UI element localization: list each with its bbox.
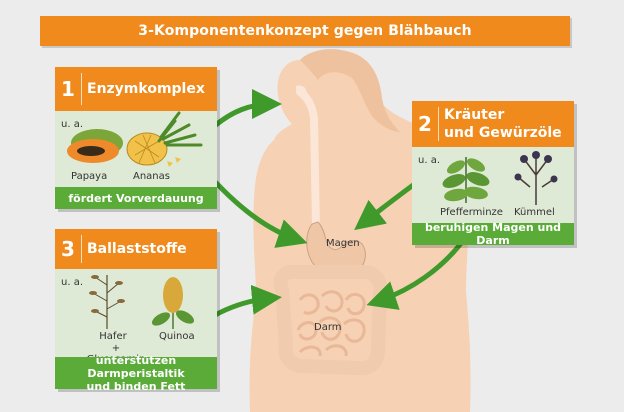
item-label-ananas: Ananas: [133, 171, 170, 182]
peppermint-icon: [442, 157, 490, 203]
card-footer: unterstützen Darmperistaltik und binden …: [55, 353, 217, 393]
herb-illustration: [442, 151, 558, 205]
small-intestine: [296, 290, 366, 357]
card-prefix: u. a.: [61, 119, 84, 130]
header-divider: [81, 73, 82, 105]
quinoa-icon: [151, 277, 195, 329]
card-herbs-oils: 2 Kräuter und Gewürzöle u. a.: [412, 101, 574, 247]
header-divider: [81, 235, 82, 263]
card-footer: beruhigen Magen und Darm: [412, 221, 574, 247]
hair-shape: [300, 49, 400, 132]
papaya-icon: [67, 129, 123, 163]
card-title-line-1: Kräuter: [444, 107, 505, 123]
card-title: Ballaststoffe: [87, 241, 187, 257]
oat-icon: [89, 275, 125, 329]
caraway-icon: [514, 151, 558, 205]
card-title: Enzymkomplex: [87, 81, 205, 97]
card-body: u. a. Hafer + Glucosamin Quinoa: [55, 269, 217, 365]
fruit-illustration: [67, 111, 203, 167]
item-label-pfefferminze: Pfefferminze: [440, 207, 503, 218]
page-title: 3-Komponentenkonzept gegen Blähbauch: [40, 16, 570, 46]
stomach-label: Magen: [326, 238, 360, 249]
card-header: 2 Kräuter und Gewürzöle: [412, 101, 574, 147]
card-dietary-fiber: 3 Ballaststoffe u. a. Hafer + Glucos: [55, 229, 217, 393]
card-footer: fördert Vorverdauung: [55, 187, 217, 209]
pineapple-icon: [126, 111, 203, 167]
card-enzyme-complex: 1 Enzymkomplex u. a. Papaya Ananas förde…: [55, 67, 217, 209]
mouth-cavity: [296, 85, 307, 95]
card-header: 1 Enzymkomplex: [55, 67, 217, 111]
card-header: 3 Ballaststoffe: [55, 229, 217, 269]
arrow-herbs-to-intestine: [366, 240, 464, 310]
card-body: u. a. Papaya Ananas: [55, 111, 217, 187]
item-label-papaya: Papaya: [71, 171, 108, 182]
card-number: 3: [61, 237, 75, 261]
card-body: u. a. Pfefferminze Kümmel: [412, 147, 574, 223]
card-number: 1: [61, 77, 75, 101]
header-divider: [438, 107, 439, 141]
large-intestine: [273, 265, 388, 376]
arrow-enzyme-to-mouth: [208, 89, 282, 132]
stomach-shape: [306, 221, 366, 277]
card-number: 2: [418, 112, 432, 136]
card-prefix: u. a.: [418, 155, 441, 166]
item-label-kuemmel: Kümmel: [514, 207, 555, 218]
card-footer-line-1: unterstützen Darmperistaltik: [87, 353, 185, 380]
item-label-quinoa: Quinoa: [159, 331, 195, 342]
item-label-hafer: Hafer: [99, 331, 127, 342]
card-footer-line-2: und binden Fett: [86, 379, 186, 393]
grain-illustration: [89, 275, 195, 329]
card-prefix: u. a.: [61, 277, 84, 288]
card-title: Kräuter und Gewürzöle: [444, 101, 568, 147]
intestine-label: Darm: [314, 322, 342, 333]
card-title-line-2: und Gewürzöle: [444, 125, 562, 141]
